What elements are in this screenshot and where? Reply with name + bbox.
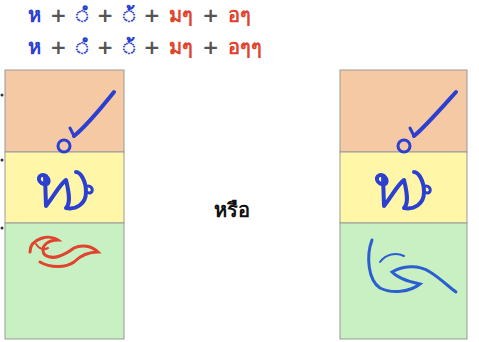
glyph-part: ◌้ (123, 34, 135, 60)
plus-sign: + (144, 2, 161, 28)
glyph-part: ◌ํ (76, 34, 88, 60)
plus-sign: + (50, 2, 67, 28)
glyph-part: อๆๆ (228, 34, 262, 60)
plus-sign: + (97, 2, 114, 28)
glyph-part: ◌ํ (76, 2, 88, 28)
or-label: หรือ (214, 194, 250, 226)
glyph-part: ห (28, 34, 41, 60)
formula-row: ห + ◌ํ + ◌้ + มๆ + อๆๆ (28, 34, 262, 60)
formula-row: ห + ◌ํ + ◌้ + มๆ + อๆ (28, 2, 251, 28)
glyph-part: อๆ (228, 2, 251, 28)
glyph-part: มๆ (169, 34, 193, 60)
plus-sign: + (202, 2, 219, 28)
plus-sign: + (50, 34, 67, 60)
plus-sign: + (97, 34, 114, 60)
plus-sign: + (202, 34, 219, 60)
glyph-part: ◌้ (123, 2, 135, 28)
plus-sign: + (144, 34, 161, 60)
glyph-part: มๆ (169, 2, 193, 28)
glyph-part: ห (28, 2, 41, 28)
